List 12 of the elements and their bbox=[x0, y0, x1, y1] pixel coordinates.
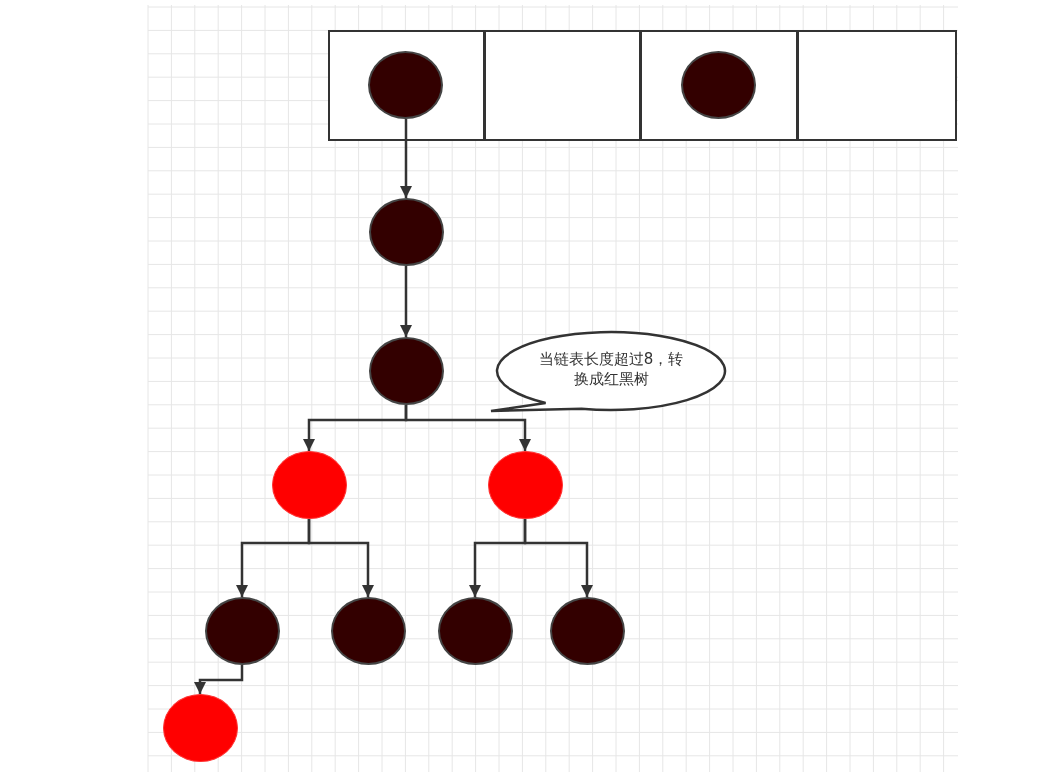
callout-text: 当链表长度超过8，转换成红黑树 bbox=[537, 349, 685, 389]
arrow bbox=[399, 266, 413, 337]
arrow bbox=[307, 519, 375, 597]
arrow bbox=[404, 405, 532, 451]
table-cell bbox=[797, 30, 957, 141]
arrow bbox=[523, 519, 594, 597]
arrow bbox=[193, 665, 244, 694]
arrow bbox=[399, 119, 413, 198]
speech-bubble bbox=[488, 330, 728, 414]
table-cell bbox=[640, 30, 798, 141]
table-cell bbox=[484, 30, 641, 141]
table-cell bbox=[328, 30, 485, 141]
